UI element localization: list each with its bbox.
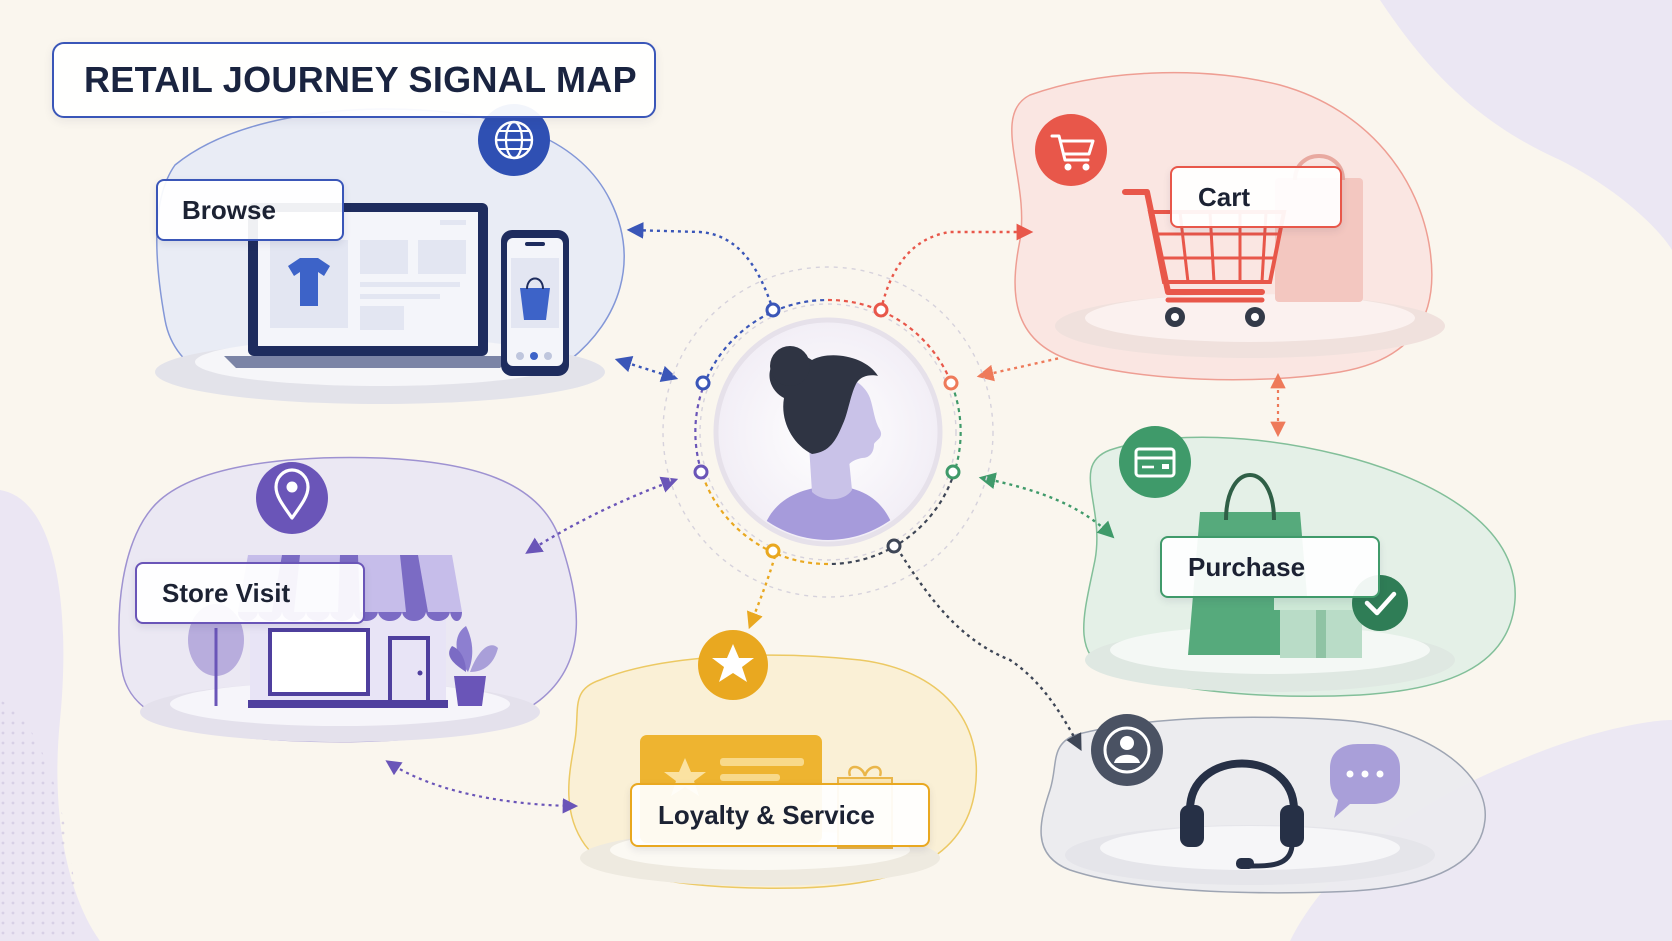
- label-cart-text: Cart: [1198, 181, 1251, 212]
- cart-icon: [1035, 114, 1107, 186]
- center-hub: [662, 266, 994, 598]
- headset-illustration: [1180, 759, 1304, 869]
- support-cluster: [1040, 714, 1486, 894]
- user-icon: [1091, 714, 1163, 786]
- globe-icon: [478, 104, 550, 176]
- star-icon: [698, 630, 768, 700]
- connector-cart-bottom: [976, 356, 1061, 382]
- connector-store: [525, 476, 679, 554]
- browse-cluster: [155, 104, 625, 404]
- plant-illustration: [449, 626, 498, 706]
- label-browse-text: Browse: [182, 194, 276, 225]
- label-store-text: Store Visit: [162, 577, 291, 608]
- chat-bubble-icon: [1330, 744, 1400, 818]
- credit-card-icon: [1119, 426, 1191, 498]
- connector-purchase: [978, 472, 1115, 539]
- label-purchase-text: Purchase: [1188, 551, 1306, 582]
- location-pin-icon: [256, 462, 328, 534]
- connector-browse-bottom: [614, 356, 679, 382]
- label-loyalty-text: Loyalty & Service: [658, 799, 875, 830]
- connectors: [385, 221, 1286, 814]
- phone-illustration: [501, 230, 569, 376]
- connector-support: [895, 547, 1082, 751]
- connector-loyalty: [746, 555, 777, 630]
- connector-cart-top: [879, 223, 1034, 311]
- label-loyalty: Loyalty & Service: [630, 783, 930, 847]
- label-browse: Browse: [156, 179, 344, 241]
- page-title: RETAIL JOURNEY SIGNAL MAP: [52, 42, 656, 118]
- connector-store-loyalty: [385, 760, 579, 814]
- loyalty-cluster: [568, 630, 978, 889]
- connector-browse-top: [626, 221, 775, 311]
- label-cart: Cart: [1170, 166, 1342, 228]
- label-purchase: Purchase: [1160, 536, 1380, 598]
- label-store: Store Visit: [135, 562, 365, 624]
- customer-avatar: [760, 346, 898, 540]
